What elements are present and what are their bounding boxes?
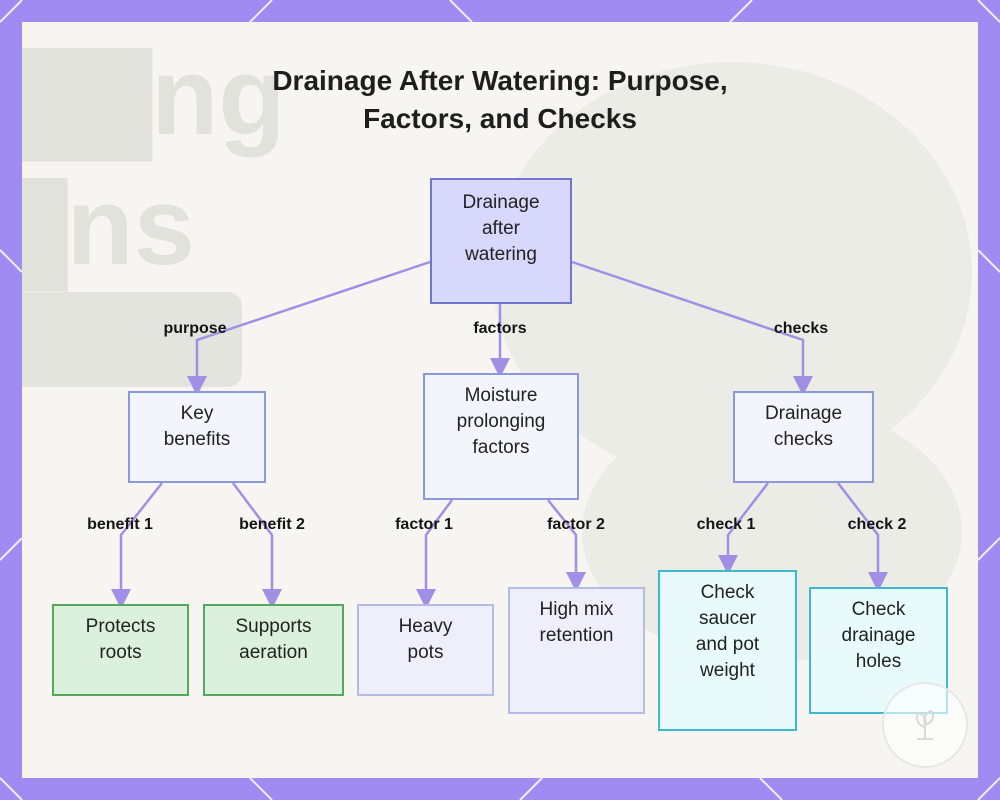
node-protects-roots: Protects roots (52, 604, 189, 696)
plant-logo-icon (882, 682, 968, 768)
edge-purpose (187, 260, 431, 396)
edge-label-purpose: purpose (163, 320, 227, 337)
edge-factor2 (547, 499, 586, 592)
edge-benefit2 (232, 482, 282, 609)
node-check-saucer-pot-weight: Check saucer and pot weight (658, 570, 797, 731)
edge-label-factor1: factor 1 (395, 516, 453, 533)
background-watermark: ▇ns (22, 165, 195, 288)
edge-label-check2: check 2 (847, 516, 907, 533)
edge-label-benefit2: benefit 2 (239, 516, 305, 533)
edge-label-check1: check 1 (696, 516, 756, 533)
edge-benefit1 (111, 482, 163, 609)
node-drainage-after-watering: Drainage after watering (430, 178, 572, 304)
edge-factor1 (416, 499, 454, 609)
edge-label-benefit1: benefit 1 (87, 516, 153, 533)
edge-label-factors: factors (473, 320, 527, 337)
node-key-benefits: Key benefits (128, 391, 266, 483)
node-high-mix-retention: High mix retention (508, 587, 645, 714)
node-supports-aeration: Supports aeration (203, 604, 344, 696)
edge-checks (571, 260, 813, 396)
edge-label-factor2: factor 2 (547, 516, 605, 533)
edge-label-checks: checks (773, 320, 829, 337)
diagram-title: Drainage After Watering: Purpose, Factor… (272, 65, 728, 134)
background-watermark (22, 292, 242, 387)
node-heavy-pots: Heavy pots (357, 604, 494, 696)
edge-check1 (718, 482, 769, 575)
edge-check2 (837, 482, 888, 592)
node-check-drainage-holes: Check drainage holes (809, 587, 948, 714)
background-watermark: ▇▇ng (22, 35, 286, 158)
node-drainage-checks: Drainage checks (733, 391, 874, 483)
node-moisture-prolonging-factors: Moisture prolonging factors (423, 373, 579, 500)
